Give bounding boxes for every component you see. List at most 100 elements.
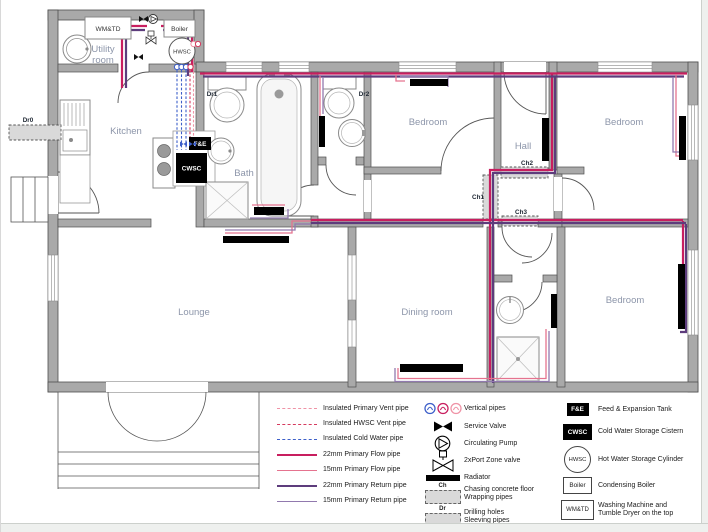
door-vestibule-2 [521, 232, 553, 264]
toilet-1 [207, 76, 247, 123]
french-door-arc-right [156, 391, 207, 442]
legend-label: Feed & Expansion Tank [598, 405, 672, 413]
radiator-dining [400, 364, 463, 372]
radiator-wc [319, 116, 325, 147]
fe-box [189, 137, 211, 150]
legend-label: 22mm Primary Return pipe [323, 481, 407, 489]
legend-label: Washing Machine and Tumble Dryer on the … [598, 502, 673, 518]
pipe-sample-cold-water [277, 438, 317, 440]
legend-row-hwsc: HWSC Hot Water Storage Cylinder [557, 446, 683, 473]
label-dr0: Dr0 [23, 117, 34, 124]
legend-pipe-lines: Insulated Primary Vent pipe Insulated HW… [277, 401, 427, 509]
legend-row-vent-hwsc: Insulated HWSC Vent pipe [277, 416, 427, 431]
legend-row-return-22: 22mm Primary Return pipe [277, 478, 427, 493]
wmtd-icon: WM&TD [561, 500, 594, 520]
legend-label: Insulated Cold Water pipe [323, 435, 404, 443]
legend-label: Service Valve [464, 422, 507, 430]
drill-tag: Dr [439, 506, 446, 512]
boiler-icon: Boiler [563, 477, 592, 494]
legend-label: Insulated Primary Vent pipe [323, 404, 409, 412]
page-edge-bottom [1, 523, 708, 532]
opening-front-door [504, 62, 546, 72]
boiler-box [163, 19, 196, 38]
pipe-sample-vent-hwsc [277, 423, 317, 425]
label-utility-1: Utility [91, 44, 114, 55]
legend-label: Radiator [464, 474, 491, 481]
legend-label-line1: Drilling holes [464, 508, 505, 516]
service-valve-icon [421, 421, 464, 432]
windows [47, 61, 699, 392]
opening-lounge-dining-1 [347, 254, 357, 301]
legend-label: Vertical pipes [464, 404, 506, 412]
legend-row-cwsc: CWSC Cold Water Storage Cistern [557, 424, 683, 440]
interior-walls [57, 61, 689, 388]
legend-row-fe-tank: F&E Feed & Expansion Tank [557, 403, 672, 416]
radiator-bedroom1 [410, 79, 448, 86]
pipe-sample-return-22 [277, 484, 317, 487]
hwsc-icon: HWSC [564, 446, 591, 473]
legend-row-zone-valve: 2xPort Zone valve [421, 450, 520, 472]
chase-tag: Ch [438, 483, 447, 489]
label-bath: Bath [234, 168, 254, 179]
cwsc-label: CWSC [182, 166, 202, 173]
door-wc [325, 164, 357, 196]
legend-row-chasing: Ch Chasing concrete floor Wrapping pipes [421, 483, 534, 504]
zone-valve-icon [421, 450, 464, 472]
wmtd-box [84, 16, 132, 40]
marker-labels: Dr0 Dr1 Dr2 Ch1 Ch2 Ch3 [23, 91, 534, 216]
opening-lounge-dining-2 [347, 319, 357, 348]
label-ch3: Ch3 [515, 209, 527, 216]
window-bedroom2 [597, 61, 653, 73]
circulating-pump-icon [148, 14, 158, 24]
radiator-bedroom3 [678, 264, 685, 329]
legend-label-line2: Tumble Dryer on the top [598, 510, 674, 517]
boiler-label: Boiler [171, 26, 189, 33]
opening-left-door [48, 176, 58, 214]
plan-equipment: WM&TD Boiler HWSC F&E CWSC [84, 16, 211, 183]
legend-label: Hot Water Storage Cylinder [598, 455, 684, 463]
pipe-sample-return-15 [277, 500, 317, 502]
zone-valve-icon [145, 30, 157, 45]
door-bedroom1 [440, 117, 495, 172]
label-ch1: Ch1 [472, 194, 484, 201]
french-door-arc-left [107, 391, 158, 442]
shower-room-basin [496, 296, 524, 324]
label-dr1: Dr1 [207, 91, 218, 98]
door-bedroom2 [561, 177, 595, 211]
legend-label-line1: Chasing concrete floor [464, 485, 535, 493]
wc-basin [338, 119, 366, 147]
legend-label-line1: Washing Machine and [598, 502, 668, 509]
fixtures [59, 34, 540, 382]
porch-steps [10, 176, 260, 489]
chase-dr0 [8, 124, 62, 141]
kitchen-sink-unit [59, 99, 91, 204]
fe-tank-icon: F&E [566, 403, 589, 416]
opening-french-doors [106, 382, 208, 392]
legend-row-cold-water: Insulated Cold Water pipe [277, 432, 427, 447]
hwsc-label: HWSC [173, 50, 191, 56]
radiator-lounge [223, 236, 289, 243]
legend-row-vertical-pipes: Vertical pipes [421, 402, 506, 415]
pipe-sample-vent-primary [277, 408, 317, 410]
legend-label: 15mm Primary Return pipe [323, 497, 407, 505]
legend-label: Drilling holes Sleeving pipes [464, 509, 510, 525]
legend-row-return-15: 15mm Primary Return pipe [277, 493, 427, 508]
pipes-flow-15mm [225, 74, 679, 380]
legend-row-wmtd: WM&TD Washing Machine and Tumble Dryer o… [557, 500, 673, 520]
opening-vestibule [364, 180, 371, 212]
legend-label: 2xPort Zone valve [464, 457, 521, 464]
vertical-pipes-icon [421, 402, 464, 415]
legend-row-radiator: Radiator [421, 474, 490, 482]
chasing-icon [424, 490, 461, 504]
window-bath-top [225, 61, 263, 73]
bathtub [256, 73, 302, 217]
left-steps [10, 176, 49, 223]
radiator-hall [542, 118, 549, 161]
pipes-return-15mm [225, 75, 679, 383]
legend-row-service-valve: Service Valve [421, 421, 506, 432]
label-bedroom3: Bedroom [606, 295, 645, 306]
room-labels: Utility room Kitchen Bath Bedroom Hall B… [91, 44, 644, 318]
label-bedroom2: Bedroom [605, 117, 644, 128]
toilet-2 [322, 76, 357, 119]
